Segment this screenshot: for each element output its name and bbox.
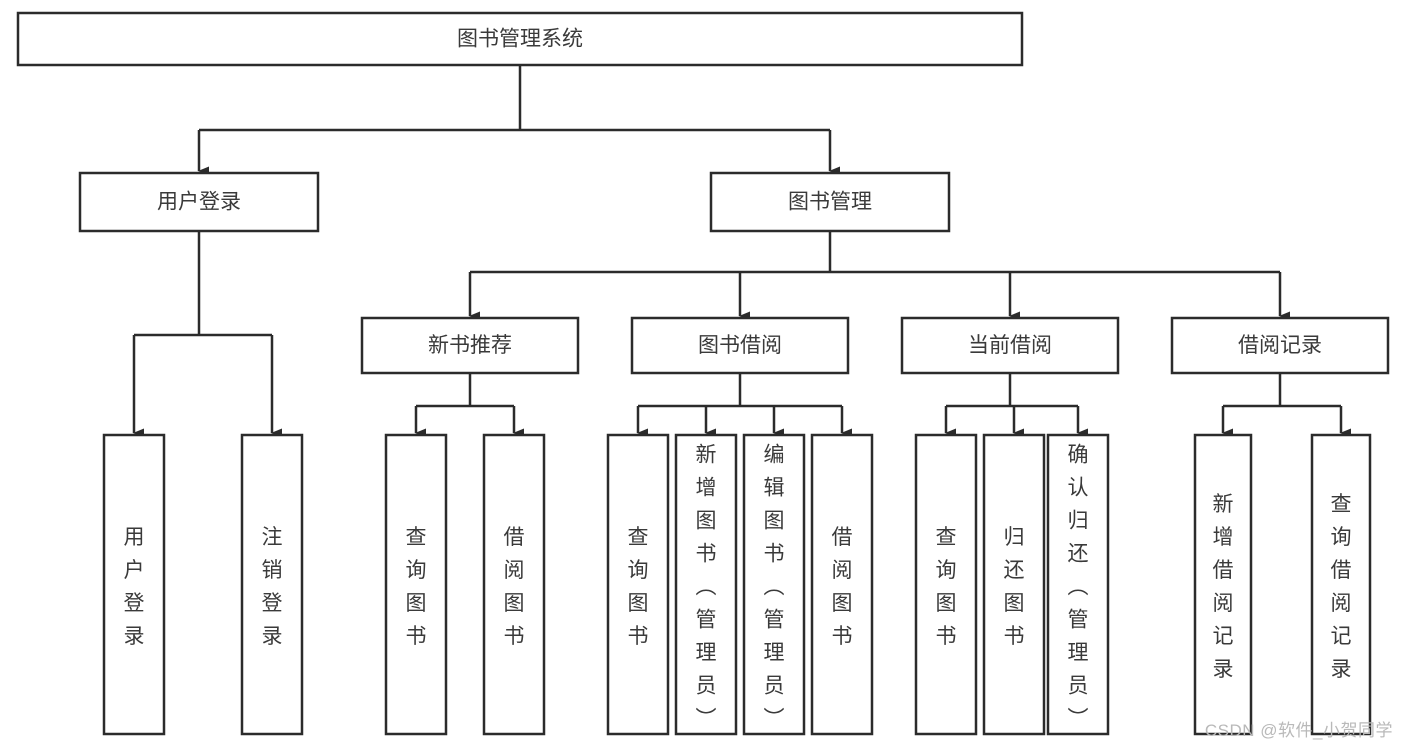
- node-label: 查询图书: [628, 526, 649, 648]
- boxes-layer: [16, 11, 1390, 736]
- leaf-node-box-0[interactable]: [102, 433, 166, 736]
- leaf-node-box-10[interactable]: [1046, 433, 1110, 736]
- node-label: 当前借阅: [968, 334, 1052, 357]
- level3-node-box-1[interactable]: [630, 316, 850, 375]
- watermark-label: CSDN @软件_小贺同学: [1204, 721, 1393, 740]
- level2-node-box-0[interactable]: [78, 171, 320, 233]
- node-label: 查询图书: [936, 526, 957, 648]
- leaf-node-box-8[interactable]: [914, 433, 978, 736]
- node-label: 图书借阅: [698, 334, 782, 357]
- node-label: 用户登录: [124, 526, 145, 648]
- level3-node-box-3[interactable]: [1170, 316, 1390, 375]
- leaf-node-box-11[interactable]: [1193, 433, 1253, 736]
- node-label: 编辑图书︵管理员︶: [764, 444, 785, 731]
- leaf-node-box-9[interactable]: [982, 433, 1046, 736]
- leaf-node-box-5[interactable]: [674, 433, 738, 736]
- leaf-node-box-4[interactable]: [606, 433, 670, 736]
- leaf-node-box-2[interactable]: [384, 433, 448, 736]
- root-node-box[interactable]: [16, 11, 1024, 67]
- node-label: 查询图书: [406, 526, 427, 648]
- leaf-node-box-7[interactable]: [810, 433, 874, 736]
- level2-node-box-1[interactable]: [709, 171, 951, 233]
- node-label: 注销登录: [262, 526, 283, 648]
- node-label: 新增图书︵管理员︶: [696, 444, 717, 731]
- node-label: 新书推荐: [428, 334, 512, 357]
- node-label: 用户登录: [157, 191, 241, 214]
- node-label: 借阅图书: [832, 526, 853, 648]
- leaf-node-box-3[interactable]: [482, 433, 546, 736]
- node-label: 归还图书: [1004, 526, 1025, 648]
- node-label: 新增借阅记录: [1213, 493, 1234, 681]
- connectors-layer: [132, 65, 1351, 438]
- leaf-node-box-1[interactable]: [240, 433, 304, 736]
- leaf-node-box-12[interactable]: [1310, 433, 1372, 736]
- node-label: 借阅记录: [1238, 334, 1322, 357]
- node-label: 确认归还︵管理员︶: [1068, 444, 1089, 731]
- node-label: 借阅图书: [504, 526, 525, 648]
- node-label: 图书管理: [788, 191, 872, 214]
- leaf-node-box-6[interactable]: [742, 433, 806, 736]
- labels-layer: 图书管理系统用户登录图书管理新书推荐图书借阅当前借阅借阅记录用户登录注销登录查询…: [124, 28, 1352, 731]
- node-label: 查询借阅记录: [1331, 493, 1352, 681]
- level3-node-box-2[interactable]: [900, 316, 1120, 375]
- node-label: 图书管理系统: [457, 28, 583, 51]
- level3-node-box-0[interactable]: [360, 316, 580, 375]
